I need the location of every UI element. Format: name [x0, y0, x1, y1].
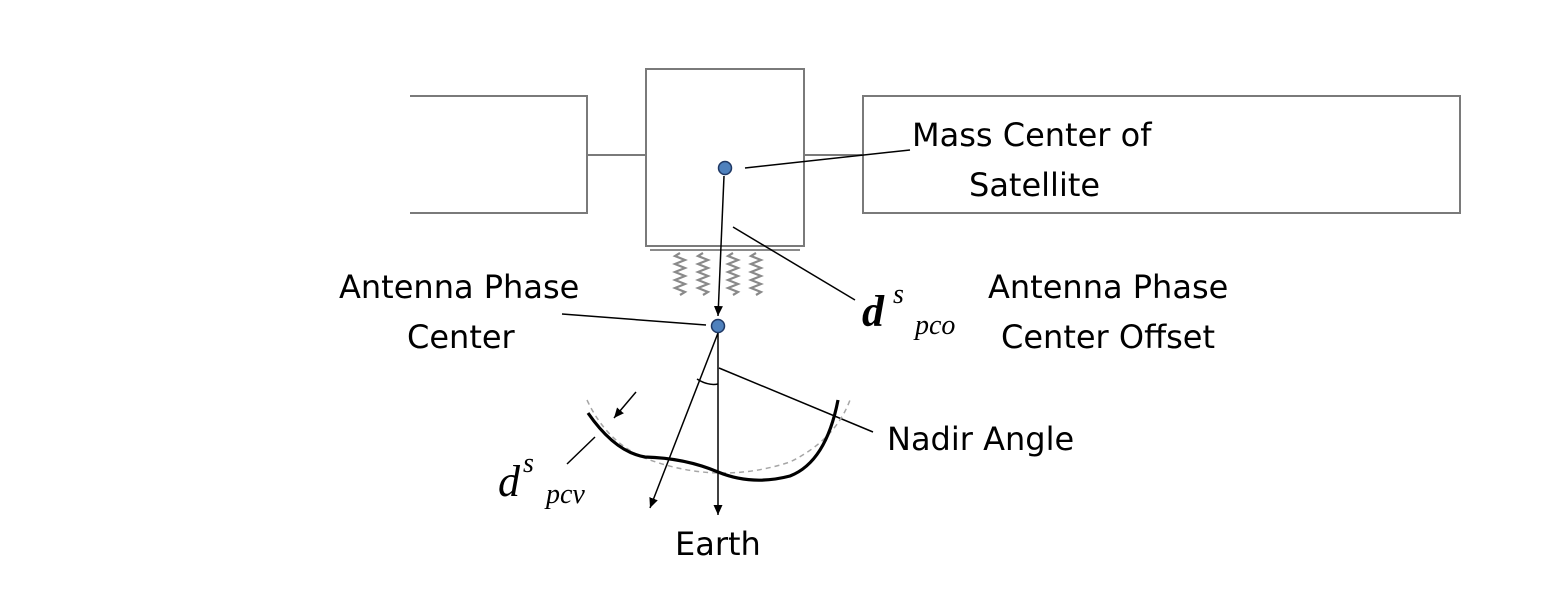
nadir-angle-arc [696, 378, 719, 386]
phase-center-label: Antenna Phase Center [339, 268, 589, 356]
pcv-symbol-sub: pcv [544, 479, 585, 510]
phase-center-leader [561, 313, 707, 326]
mass-center-dot [717, 160, 733, 176]
pco-label-line: Antenna Phase [988, 268, 1228, 306]
pco-label-line: Center Offset [1001, 318, 1215, 356]
phase-variation-curve [586, 399, 840, 482]
antenna-spring [672, 252, 688, 296]
nadir-angle-label: Nadir Angle [887, 420, 1074, 458]
left-solar-panel [410, 95, 588, 214]
pco-vector-arrow [713, 175, 725, 317]
mass-center-leader [744, 149, 911, 169]
pco-label: Antenna Phase Center Offset [988, 268, 1238, 356]
antenna-springs [672, 252, 764, 296]
antenna-spring [748, 252, 764, 296]
right-solar-panel [862, 95, 1461, 214]
pcv-offset-arrow [613, 391, 637, 419]
phase-center-label-line: Center [407, 318, 516, 356]
nadir-angle-leader [718, 367, 874, 433]
satellite-body [645, 68, 805, 247]
pco-leader [732, 226, 856, 301]
earth-label: Earth [675, 525, 761, 563]
pcv-symbol-sup: s [523, 448, 534, 479]
signal-ray-arrow [649, 332, 719, 509]
pcv-symbol: d s pcv [498, 448, 585, 510]
phase-center-dot [710, 318, 726, 334]
pcv-symbol-base: d [498, 457, 521, 506]
pco-symbol-base: d [862, 287, 885, 336]
phase-center-label-line: Antenna Phase [339, 268, 579, 306]
mass-center-label: Mass Center of Satellite [912, 116, 1162, 204]
pco-symbol-sup: s [893, 279, 904, 310]
mass-center-label-line: Mass Center of [912, 116, 1152, 154]
antenna-spring [695, 252, 711, 296]
antenna-spring [725, 252, 741, 296]
reference-phase-arc [586, 399, 851, 474]
mass-center-label-line: Satellite [969, 166, 1100, 204]
pco-symbol: d s pco [862, 279, 955, 341]
pcv-leader [566, 436, 596, 465]
pco-symbol-sub: pco [913, 310, 955, 341]
